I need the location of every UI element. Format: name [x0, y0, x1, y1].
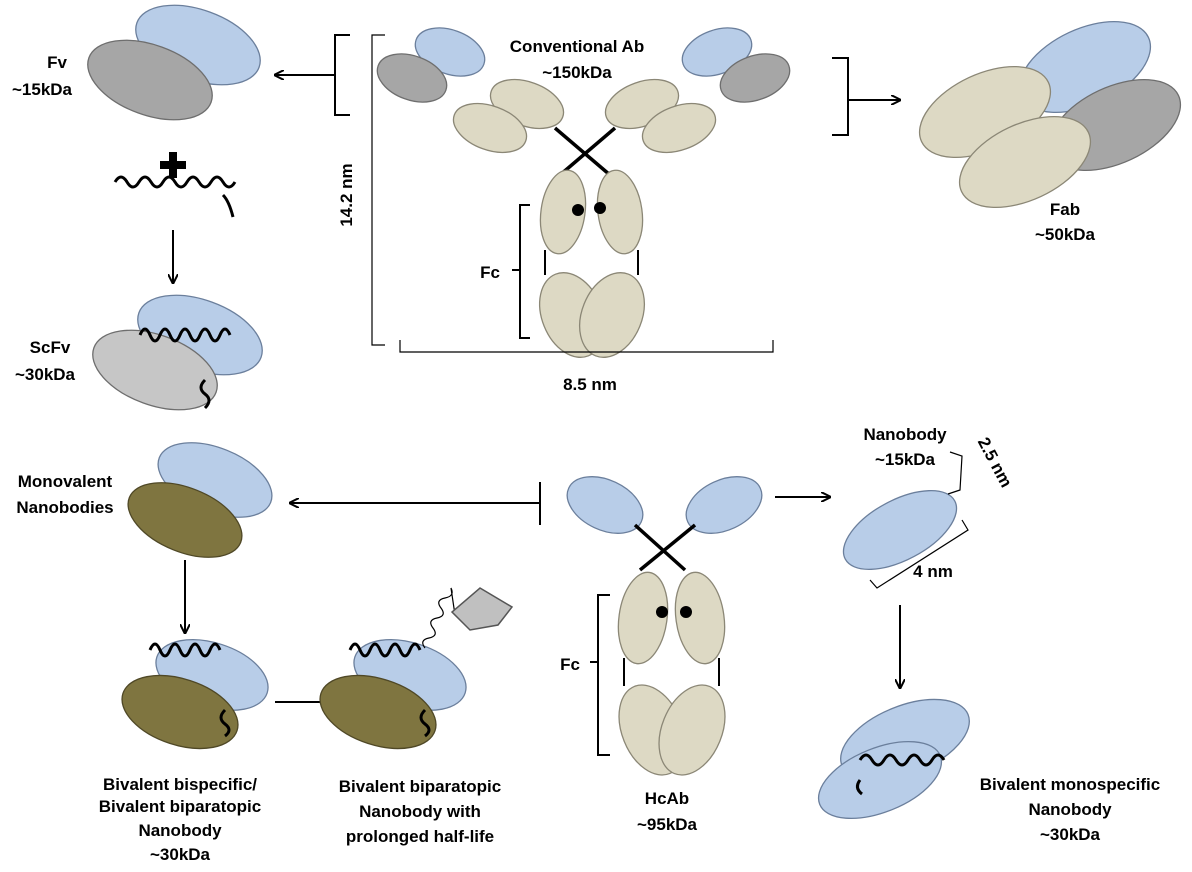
bivalent-monospecific-line2: Nanobody [1028, 800, 1112, 819]
conventional-ab-mass: ~150kDa [542, 63, 612, 82]
nanobody-depth-label: 2.5 nm [974, 434, 1016, 490]
monovalent-nanobodies [127, 442, 273, 558]
fc-bracket-bottom [590, 594, 610, 756]
nanobody-length-bracket [869, 519, 969, 589]
bivalent-monospecific-nanobody [817, 698, 970, 820]
bracket-left-arm [334, 34, 350, 116]
nanobody [842, 489, 958, 571]
conventional-antibody [376, 27, 791, 358]
bivalent-bispecific-line1: Bivalent bispecific/ [103, 775, 257, 794]
fab-fragment [918, 20, 1182, 209]
half-life-line2: Nanobody with [359, 802, 481, 821]
nanobody-length-label: 4 nm [913, 562, 953, 581]
bivalent-bispecific-mass: ~30kDa [150, 845, 211, 864]
conventional-ab-name: Conventional Ab [510, 37, 644, 56]
fc-label-bottom: Fc [560, 655, 580, 674]
bivalent-bispecific-line2: Bivalent biparatopic [99, 797, 261, 816]
scfv-name-label: ScFv [30, 338, 71, 357]
width-label: 8.5 nm [563, 375, 617, 394]
height-bracket [371, 34, 385, 346]
fv-fragment [87, 4, 261, 121]
half-life-line3: prolonged half-life [346, 827, 494, 846]
fc-bracket-top [512, 204, 530, 339]
fab-name-label: Fab [1050, 200, 1080, 219]
heavy-chain-antibody [566, 476, 763, 776]
bivalent-bispecific-nanobody [121, 639, 269, 750]
bivalent-monospecific-line1: Bivalent monospecific [980, 775, 1160, 794]
monovalent-line2: Nanobodies [16, 498, 113, 517]
bivalent-monospecific-mass: ~30kDa [1040, 825, 1101, 844]
fv-mass-label: ~15kDa [12, 80, 73, 99]
scfv-mass-label: ~30kDa [15, 365, 76, 384]
fc-label-top: Fc [480, 263, 500, 282]
plus-icon [160, 152, 186, 178]
hcab-name-label: HcAb [645, 789, 689, 808]
nanobody-depth-bracket [947, 451, 963, 495]
height-label: 14.2 nm [337, 163, 356, 226]
bivalent-bispecific-line3: Nanobody [138, 821, 222, 840]
bracket-hcab-left [530, 482, 541, 525]
nanobody-mass-label: ~15kDa [875, 450, 936, 469]
hcab-mass-label: ~95kDa [637, 815, 698, 834]
half-life-extender-icon [450, 587, 514, 631]
nanobody-name-label: Nanobody [863, 425, 947, 444]
width-bracket [399, 340, 774, 353]
half-life-extended-nanobody [319, 587, 514, 750]
monovalent-line1: Monovalent [18, 472, 113, 491]
linker-squiggle [113, 175, 237, 189]
half-life-line1: Bivalent biparatopic [339, 777, 501, 796]
linker-tail [221, 193, 235, 218]
bracket-right-arm [832, 57, 849, 136]
scfv-fragment [92, 294, 263, 411]
fab-mass-label: ~50kDa [1035, 225, 1096, 244]
fv-name-label: Fv [47, 53, 67, 72]
